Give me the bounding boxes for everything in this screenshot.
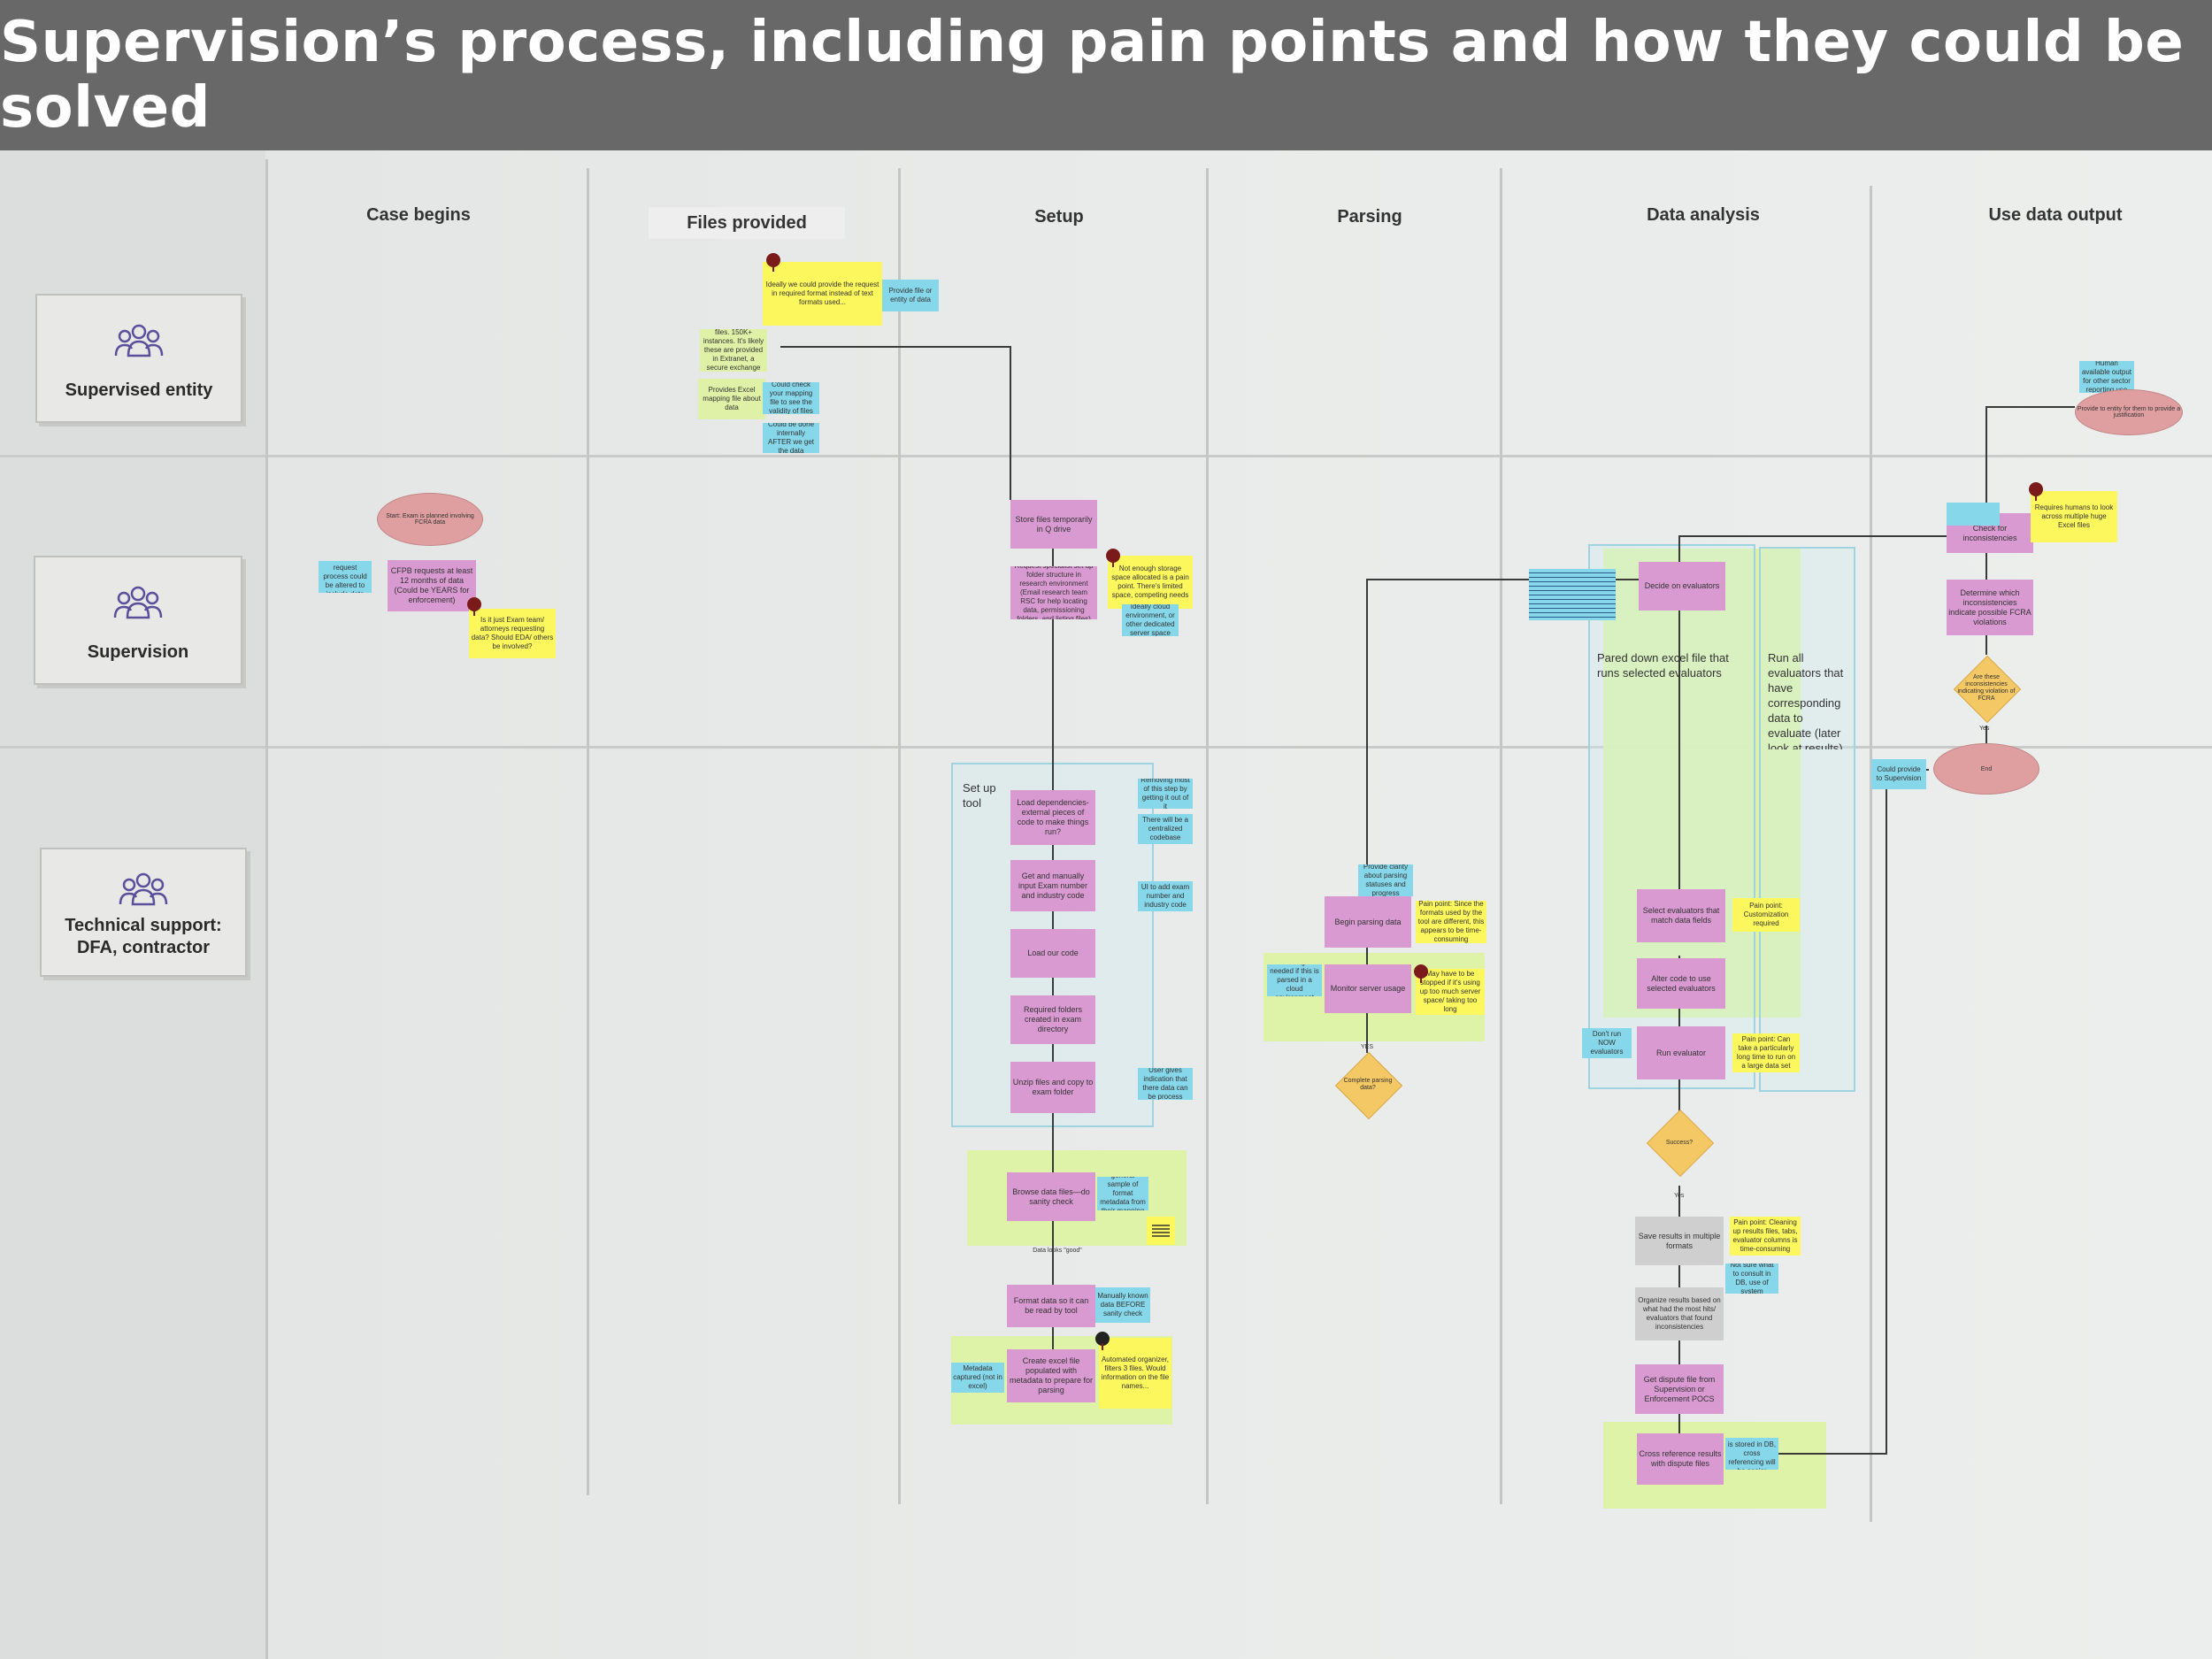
pared-down-label: Pared down excel file that runs selected… (1597, 650, 1739, 680)
parsing-pain-note: Pain point: Since the formats used by th… (1416, 901, 1486, 943)
provides-files-step: Provides requested files. 150K+ instance… (700, 329, 767, 372)
success-yes-label: Yes (1674, 1193, 1684, 1199)
alert-icon (766, 253, 780, 267)
parsing-status-note: Provide clarity about parsing statuses a… (1358, 864, 1413, 896)
input-exam-number-step: Get and manually input Exam number and i… (1010, 860, 1095, 911)
begin-parsing-step: Begin parsing data (1325, 896, 1411, 948)
create-excel-step: Create excel file populated with metadat… (1007, 1349, 1095, 1402)
db-cross-ref-note: Because data is stored in DB, cross refe… (1725, 1438, 1778, 1470)
alert-icon (1106, 549, 1120, 563)
info-request-note: Information request process could be alt… (319, 561, 372, 593)
check-mapping-note: Could check your mapping file to see the… (763, 382, 819, 414)
auto-sample-note: Automatically generated general sample o… (1097, 1177, 1148, 1210)
internal-check-note: Could be done internally AFTER we get th… (763, 423, 819, 453)
save-results-step: Save results in multiple formats (1635, 1217, 1724, 1265)
run-now-note: Don't run NOW evaluators (1582, 1028, 1632, 1058)
cloud-storage-note: Ideally cloud environment, or other dedi… (1122, 604, 1179, 636)
cloud-monitor-note: Monitoring not needed if this is parsed … (1267, 964, 1322, 996)
data-looks-good-label: Data looks "good" (1026, 1248, 1088, 1254)
consult-db-note: Not sure what to consult in DB, use of s… (1725, 1263, 1778, 1294)
fcra-violation-label: Are these inconsistencies indicating vio… (1955, 674, 2017, 703)
huge-excel-pain-note: Requires humans to look across multiple … (2031, 491, 2117, 542)
format-data-step: Format data so it can be read by tool (1007, 1285, 1095, 1327)
run-all-label: Run all evaluators that have correspondi… (1768, 650, 1849, 749)
remove-step-note: Removing most of this step by getting it… (1138, 779, 1193, 809)
manual-data-note: Manually known data BEFORE sanity check (1095, 1287, 1150, 1323)
analysis-note-stack (1529, 569, 1616, 620)
start-oval: Start: Exam is planned involving FCRA da… (377, 493, 483, 546)
store-files-step: Store files temporarily in Q drive (1010, 500, 1097, 549)
determine-violations-step: Determine which inconsistencies indicate… (1947, 580, 2033, 635)
question-note: Is it just Exam team/ attorneys requesti… (469, 609, 556, 658)
supervision-provide-note: Could provide to Supervision (1871, 759, 1926, 789)
provide-file-note: Provide file or entity of data (882, 280, 939, 311)
decide-evaluators-step: Decide on evaluators (1639, 562, 1725, 611)
monitor-server-step: Monitor server usage (1325, 964, 1411, 1013)
browse-data-step: Browse data files—do sanity check (1007, 1172, 1095, 1221)
cross-reference-step: Cross reference results with dispute fil… (1637, 1433, 1724, 1485)
centralized-codebase-note: There will be a centralized codebase (1138, 814, 1193, 844)
end-oval: End (1933, 743, 2039, 795)
alert-icon (2029, 482, 2043, 496)
doc-note (1147, 1217, 1175, 1245)
cleanup-pain-note: Pain point: Cleaning up results files, t… (1730, 1217, 1801, 1256)
get-dispute-file-step: Get dispute file from Supervision or Enf… (1635, 1364, 1724, 1414)
organize-results-step: Organize results based on what had the m… (1635, 1287, 1724, 1340)
unzip-files-step: Unzip files and copy to exam folder (1010, 1062, 1095, 1113)
human-output-note: Human available output for other sector … (2079, 361, 2134, 393)
user-indication-note: User gives indication that there data ca… (1138, 1068, 1193, 1100)
load-dependencies-step: Load dependencies- external pieces of co… (1010, 790, 1095, 845)
format-request-note: Ideally we could provide the request in … (763, 262, 882, 326)
select-evaluators-step: Select evaluators that match data fields (1637, 889, 1725, 942)
metadata-captured-note: Metadata captured (not in excel) (951, 1363, 1004, 1393)
exam-number-ui-note: UI to add exam number and industry code (1138, 881, 1193, 911)
alert-icon (1095, 1332, 1110, 1346)
mapping-file-step: Provides Excel mapping file about data (698, 379, 765, 419)
parsing-yes-label: YES (1361, 1044, 1373, 1050)
run-evaluator-step: Run evaluator (1637, 1026, 1725, 1079)
output-yes-label: Yes (1979, 726, 1989, 732)
load-code-step: Load our code (1010, 929, 1095, 978)
storage-pain-note: Not enough storage space allocated is a … (1108, 556, 1193, 609)
success-label: Success? (1653, 1140, 1706, 1147)
request-specialist-step: Request specialist set up folder structu… (1010, 566, 1097, 619)
provide-to-entity-oval: Provide to entity for them to provide a … (2075, 389, 2183, 435)
document-icon (1150, 1223, 1171, 1239)
customization-pain-note: Pain point: Customization required (1732, 898, 1800, 932)
automated-organizer-note: Automated organizer, filters 3 files. Wo… (1099, 1338, 1171, 1409)
alert-icon (467, 597, 481, 611)
parsing-complete-label: Complete parsing data? (1341, 1078, 1394, 1092)
alter-code-step: Alter code to use selected evaluators (1637, 958, 1725, 1009)
run-time-pain-note: Pain point: Can take a particularly long… (1732, 1033, 1800, 1072)
check-cyan-note (1947, 503, 2000, 526)
alert-icon (1414, 964, 1428, 979)
cfpb-request-step: CFPB requests at least 12 months of data… (388, 560, 476, 611)
create-folders-step: Required folders created in exam directo… (1010, 995, 1095, 1044)
